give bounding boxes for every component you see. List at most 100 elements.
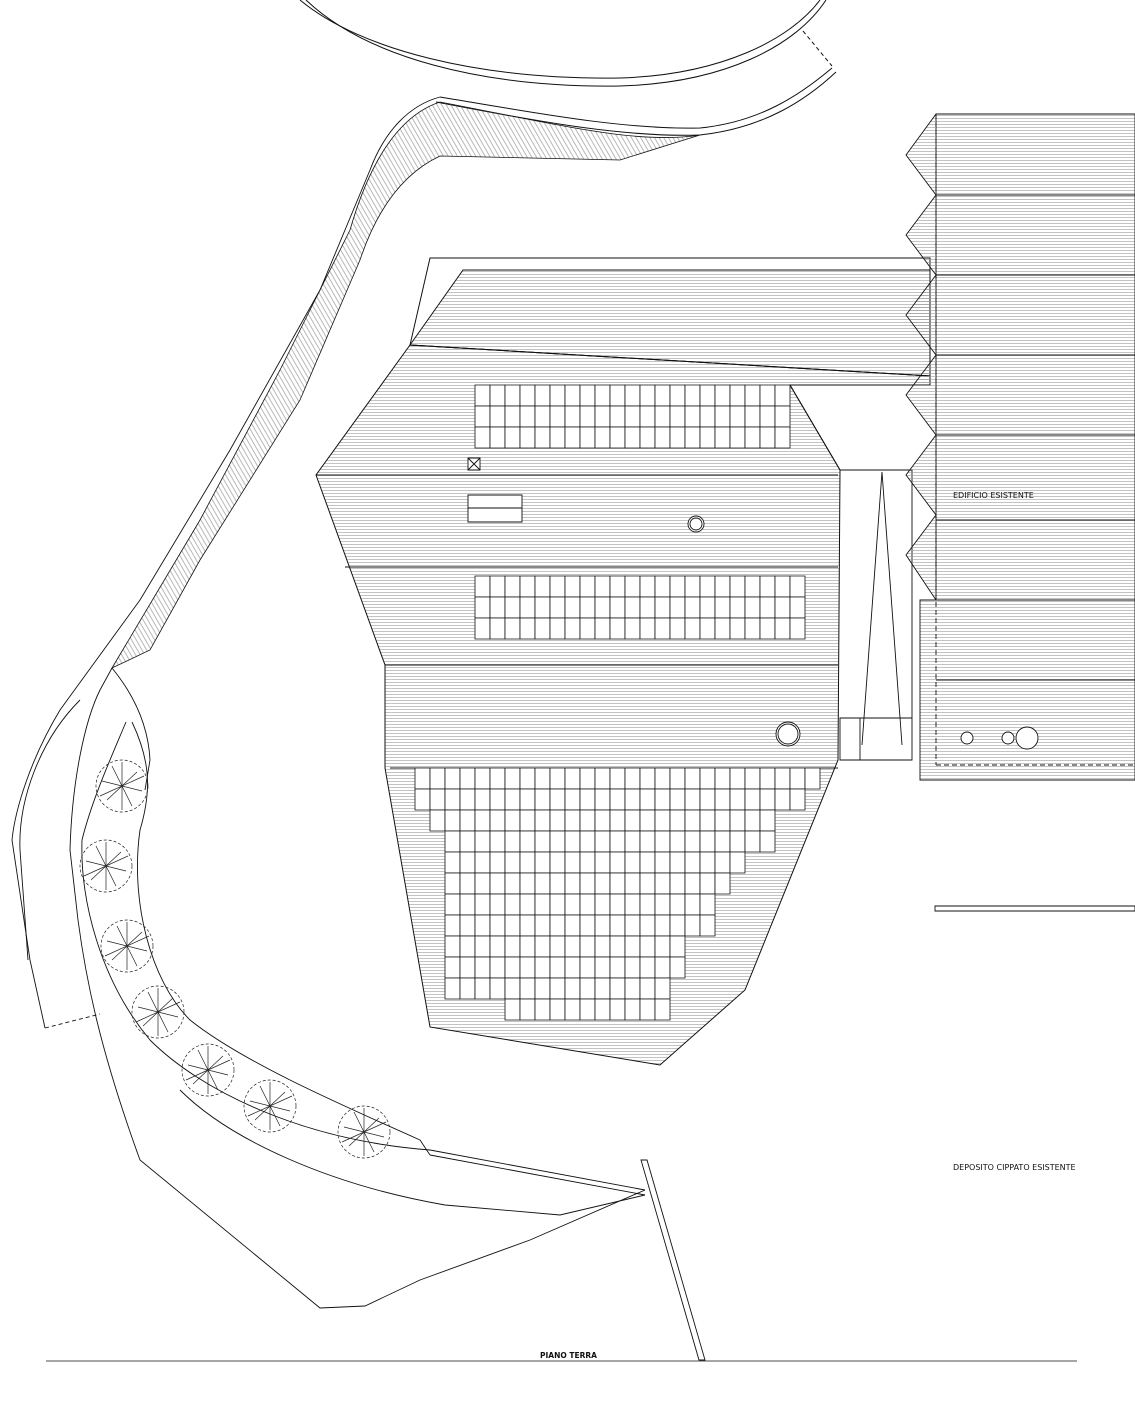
solar-panel bbox=[745, 597, 760, 618]
solar-panel bbox=[490, 852, 505, 873]
solar-panel bbox=[715, 576, 730, 597]
solar-panel bbox=[580, 873, 595, 894]
solar-panel bbox=[625, 936, 640, 957]
solar-panel bbox=[505, 576, 520, 597]
solar-panel bbox=[475, 915, 490, 936]
solar-panel bbox=[640, 936, 655, 957]
solar-panel bbox=[535, 427, 550, 448]
solar-panel bbox=[700, 427, 715, 448]
solar-panel bbox=[610, 915, 625, 936]
solar-panel bbox=[445, 957, 460, 978]
solar-panel bbox=[640, 597, 655, 618]
solar-panel bbox=[625, 789, 640, 810]
solar-panel bbox=[640, 852, 655, 873]
solar-panel bbox=[505, 957, 520, 978]
solar-panel bbox=[685, 789, 700, 810]
chimney-icon bbox=[776, 722, 800, 746]
solar-panel bbox=[640, 810, 655, 831]
solar-panel bbox=[640, 789, 655, 810]
solar-panel bbox=[430, 810, 445, 831]
solar-panel bbox=[595, 957, 610, 978]
solar-panel bbox=[595, 810, 610, 831]
solar-panel bbox=[625, 427, 640, 448]
solar-panel bbox=[535, 831, 550, 852]
solar-panel-grids bbox=[415, 385, 820, 1020]
solar-panel bbox=[550, 978, 565, 999]
solar-panel bbox=[535, 810, 550, 831]
solar-panel bbox=[445, 978, 460, 999]
solar-panel bbox=[565, 999, 580, 1020]
solar-panel bbox=[730, 576, 745, 597]
solar-panel bbox=[475, 597, 490, 618]
solar-panel bbox=[655, 789, 670, 810]
solar-panel bbox=[610, 852, 625, 873]
solar-panel bbox=[520, 789, 535, 810]
passage bbox=[840, 470, 912, 760]
tree-icon bbox=[80, 840, 132, 892]
solar-panel bbox=[715, 852, 730, 873]
solar-panel bbox=[655, 936, 670, 957]
solar-panel bbox=[700, 873, 715, 894]
solar-panel bbox=[460, 831, 475, 852]
solar-panel bbox=[580, 915, 595, 936]
solar-panel bbox=[535, 852, 550, 873]
solar-panel bbox=[595, 576, 610, 597]
solar-panel bbox=[595, 618, 610, 639]
solar-panel bbox=[535, 978, 550, 999]
solar-panel bbox=[730, 810, 745, 831]
solar-panel bbox=[640, 427, 655, 448]
solar-panel bbox=[655, 894, 670, 915]
solar-panel bbox=[460, 768, 475, 789]
solar-panel bbox=[670, 873, 685, 894]
solar-panel bbox=[490, 597, 505, 618]
solar-panel bbox=[745, 831, 760, 852]
solar-panel bbox=[445, 894, 460, 915]
solar-panel bbox=[520, 936, 535, 957]
solar-panel bbox=[595, 385, 610, 406]
solar-panel bbox=[520, 852, 535, 873]
existing-building bbox=[906, 114, 1135, 780]
deposit-wall bbox=[935, 906, 1135, 911]
solar-panel bbox=[445, 789, 460, 810]
solar-panel bbox=[715, 385, 730, 406]
solar-panel bbox=[595, 789, 610, 810]
solar-panel bbox=[535, 873, 550, 894]
solar-panel bbox=[550, 915, 565, 936]
solar-panel bbox=[700, 810, 715, 831]
solar-panel bbox=[565, 978, 580, 999]
solar-panel bbox=[655, 406, 670, 427]
solar-panel bbox=[580, 894, 595, 915]
solar-panel bbox=[610, 385, 625, 406]
path-outline bbox=[12, 97, 645, 1308]
solar-panel bbox=[490, 936, 505, 957]
solar-panel bbox=[610, 978, 625, 999]
solar-panel bbox=[505, 999, 520, 1020]
solar-panel bbox=[535, 957, 550, 978]
solar-panel bbox=[790, 768, 805, 789]
solar-panel bbox=[745, 385, 760, 406]
solar-panel bbox=[595, 915, 610, 936]
solar-panel bbox=[670, 810, 685, 831]
solar-panel bbox=[415, 789, 430, 810]
solar-panel bbox=[490, 810, 505, 831]
solar-panel bbox=[430, 789, 445, 810]
solar-panel bbox=[490, 894, 505, 915]
solar-panel bbox=[625, 406, 640, 427]
existing-building-label: EDIFICIO ESISTENTE bbox=[953, 491, 1034, 500]
solar-panel bbox=[580, 768, 595, 789]
solar-panel bbox=[790, 597, 805, 618]
solar-panel bbox=[640, 873, 655, 894]
solar-panel bbox=[610, 618, 625, 639]
solar-panel bbox=[625, 576, 640, 597]
solar-panel bbox=[730, 831, 745, 852]
solar-panel bbox=[745, 789, 760, 810]
solar-panel bbox=[685, 873, 700, 894]
skylight bbox=[468, 495, 522, 522]
solar-panel bbox=[685, 894, 700, 915]
solar-panel bbox=[670, 894, 685, 915]
solar-panel bbox=[520, 385, 535, 406]
solar-panel bbox=[445, 831, 460, 852]
solar-panel bbox=[565, 915, 580, 936]
solar-panel bbox=[655, 618, 670, 639]
solar-panel bbox=[520, 576, 535, 597]
